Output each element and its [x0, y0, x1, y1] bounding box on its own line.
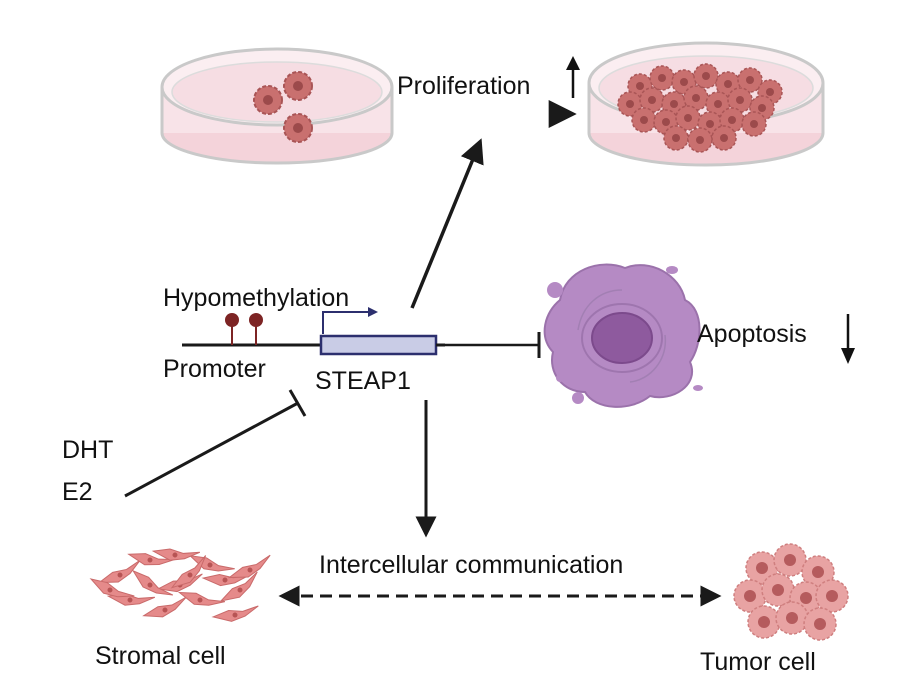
tumor-cell-icon	[631, 107, 657, 133]
dense-cells	[617, 63, 783, 153]
apoptosis-label: Apoptosis	[697, 320, 807, 348]
stromal-cell-icon	[177, 591, 226, 606]
stromal-label: Stromal cell	[95, 642, 226, 670]
methylation-mark-icon	[225, 313, 239, 345]
tumor-cell-icon	[693, 63, 719, 89]
tumor-cell-icon	[747, 605, 781, 639]
inhibition-arrow-promoter	[124, 389, 307, 498]
stromal-cell-icon	[142, 596, 187, 618]
inhibition-arrow-apoptosis	[445, 332, 541, 358]
tumor-cell-icon	[687, 127, 713, 153]
proliferation-label: Proliferation	[397, 72, 530, 100]
apoptotic-cell-icon	[543, 263, 703, 408]
tumor-cells-icon	[733, 543, 849, 641]
steap1-to-proliferation-arrow	[410, 138, 484, 309]
e2-label: E2	[62, 478, 93, 506]
stromal-cell-icon	[188, 555, 235, 572]
stromal-cell-icon	[211, 605, 259, 622]
tumor-cell-icon	[283, 71, 313, 101]
steap1-label: STEAP1	[315, 367, 411, 395]
tumor-label: Tumor cell	[700, 648, 816, 676]
stromal-cell-icon	[89, 578, 135, 598]
transcription-start-icon	[322, 307, 378, 334]
stromal-cell-icon	[227, 554, 271, 579]
hypomethylation-label: Hypomethylation	[163, 284, 349, 312]
stromal-cell-icon	[170, 555, 207, 589]
stromal-cell-icon	[131, 569, 174, 596]
stromal-cells-icon	[89, 548, 271, 622]
intercellular-label: Intercellular communication	[319, 551, 623, 579]
tumor-cell-icon	[815, 579, 849, 613]
tumor-cell-icon	[675, 105, 701, 131]
promoter-label: Promoter	[163, 355, 266, 383]
sparse-cells	[253, 71, 313, 143]
methylation-mark-icon	[249, 313, 263, 345]
tumor-cell-icon	[801, 555, 835, 589]
tumor-cell-icon	[761, 573, 795, 607]
tumor-cell-icon	[283, 113, 313, 143]
up-arrow-icon	[566, 56, 580, 98]
tumor-cell-icon	[711, 125, 737, 151]
tumor-cell-icon	[737, 67, 763, 93]
dht-label: DHT	[62, 436, 113, 464]
tumor-cell-icon	[803, 607, 837, 641]
tumor-cell-icon	[727, 87, 753, 113]
stromal-cell-icon	[151, 548, 201, 561]
tumor-cell-icon	[741, 111, 767, 137]
tumor-cell-icon	[663, 125, 689, 151]
tumor-cell-icon	[773, 543, 807, 577]
stromal-cell-icon	[219, 571, 258, 602]
tumor-cell-icon	[649, 65, 675, 91]
tumor-cell-icon	[253, 85, 283, 115]
steap1-gene-box	[319, 334, 438, 356]
down-arrow-icon	[841, 314, 855, 364]
tumor-cell-icon	[775, 601, 809, 635]
